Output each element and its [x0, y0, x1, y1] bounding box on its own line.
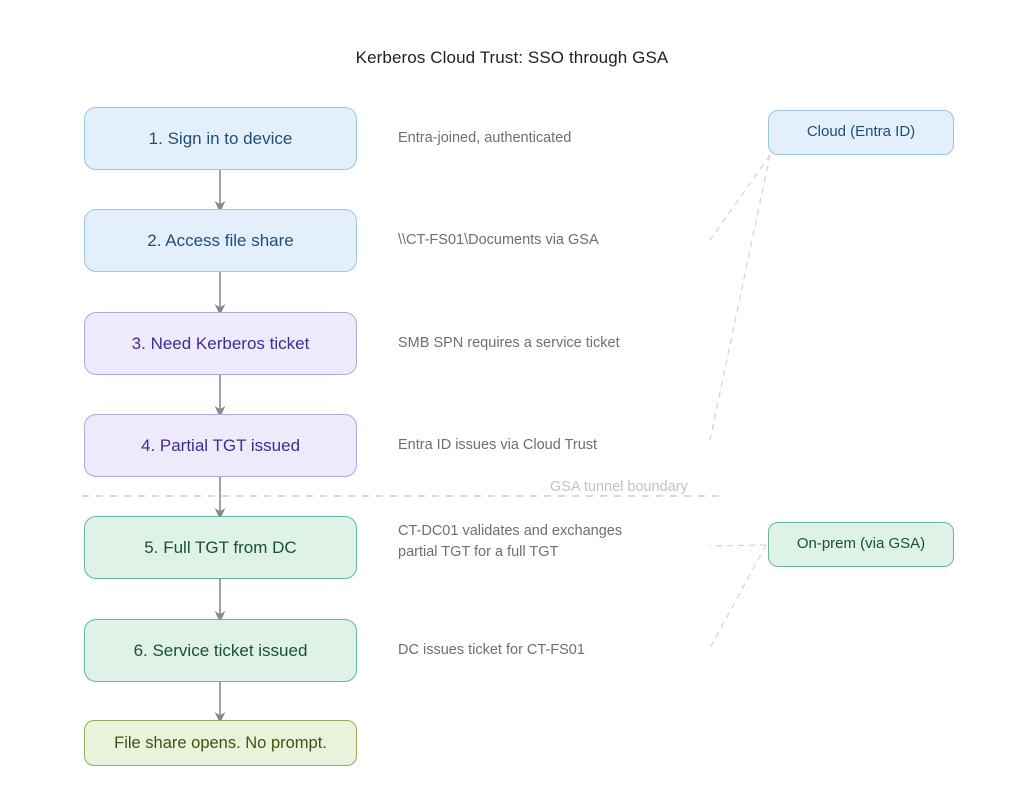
zone-link-zone-onprem-to-step6: [709, 544, 767, 649]
flow-node-label: 2. Access file share: [147, 230, 294, 250]
zone-link-zone-cloud-to-step4: [709, 154, 771, 441]
zone-link-zone-cloud-to-step2: [709, 154, 771, 241]
flow-node-label: 4. Partial TGT issued: [140, 435, 301, 455]
zone-label: Cloud (Entra ID): [806, 123, 916, 141]
annotation-step1: Entra-joined, authenticated: [398, 130, 572, 146]
flow-node-label: File share opens. No prompt.: [114, 733, 327, 752]
flow-node-label: 6. Service ticket issued: [133, 640, 308, 660]
annotation-step3: SMB SPN requires a service ticket: [398, 335, 620, 351]
zone-onprem[interactable]: On-prem (via GSA): [768, 522, 954, 567]
tunnel-boundary-label: GSA tunnel boundary: [550, 479, 688, 495]
flow-node-label: 1. Sign in to device: [148, 128, 293, 148]
flow-node-step4[interactable]: 4. Partial TGT issued: [84, 414, 357, 477]
flow-node-step6[interactable]: 6. Service ticket issued: [84, 619, 357, 682]
zone-link-zone-onprem-to-step5: [709, 544, 767, 547]
annotation-step6: DC issues ticket for CT-FS01: [398, 642, 585, 658]
flow-node-step2[interactable]: 2. Access file share: [84, 209, 357, 272]
annotation-step2: \\CT-FS01\Documents via GSA: [398, 232, 599, 248]
zone-links-group: [709, 154, 771, 649]
flow-node-step1[interactable]: 1. Sign in to device: [84, 107, 357, 170]
zone-cloud[interactable]: Cloud (Entra ID): [768, 110, 954, 155]
annotation-step5: CT-DC01 validates and exchanges partial …: [398, 523, 623, 560]
flow-node-step5[interactable]: 5. Full TGT from DC: [84, 516, 357, 579]
flow-node-label: 5. Full TGT from DC: [144, 537, 297, 557]
flow-node-label: 3. Need Kerberos ticket: [131, 333, 310, 353]
flow-node-step7[interactable]: File share opens. No prompt.: [84, 720, 357, 766]
zone-label: On-prem (via GSA): [796, 535, 926, 553]
page-title: Kerberos Cloud Trust: SSO through GSA: [355, 48, 669, 67]
annotation-step4: Entra ID issues via Cloud Trust: [398, 437, 598, 453]
flow-node-step3[interactable]: 3. Need Kerberos ticket: [84, 312, 357, 375]
